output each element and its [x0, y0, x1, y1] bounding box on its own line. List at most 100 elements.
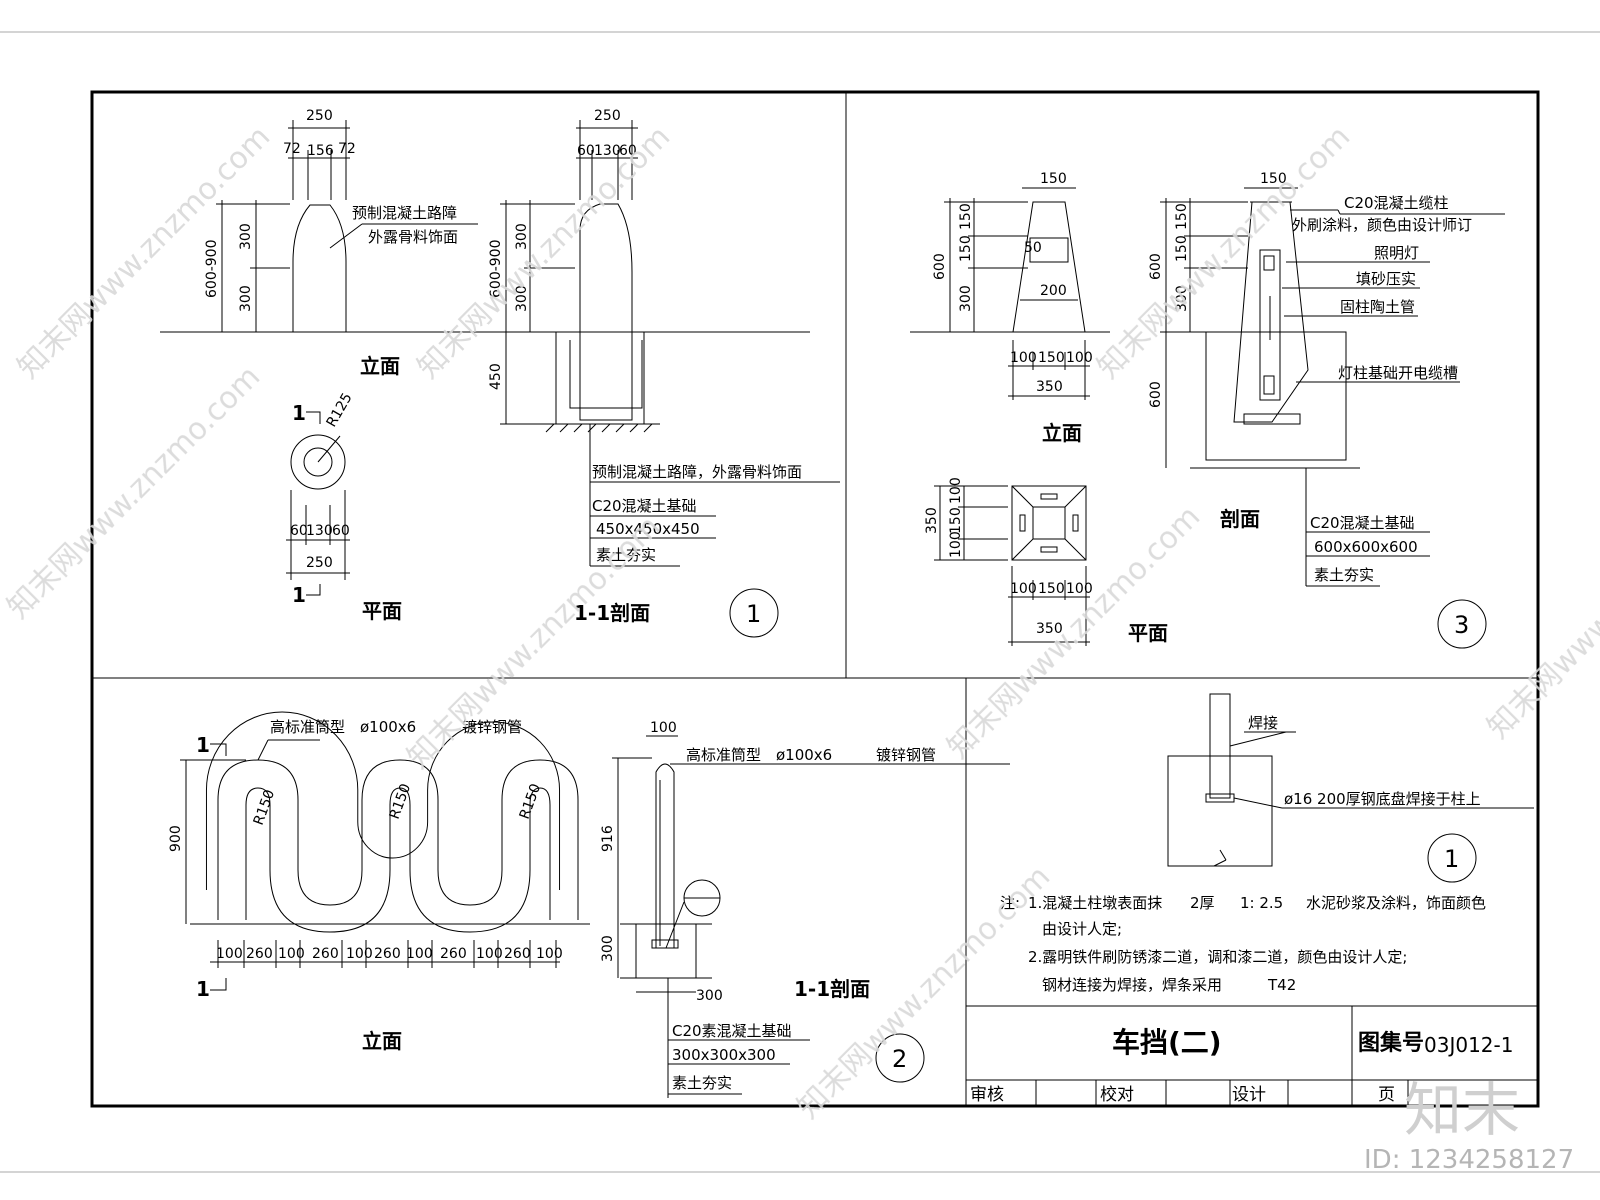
- bollard-plan: [1011, 485, 1087, 561]
- cut-mark: 1: [292, 583, 306, 607]
- dim-150: 150: [1038, 350, 1065, 366]
- dim-100: 100: [476, 946, 503, 962]
- note-type: 高标准筒型: [686, 746, 761, 764]
- dim-100: 100: [1066, 350, 1093, 366]
- dim-100: 100: [948, 477, 964, 504]
- dim-100: 100: [948, 531, 964, 558]
- dim-200: 200: [1040, 283, 1067, 299]
- detail-number: 3: [1454, 611, 1469, 639]
- bollard-foundation: [1205, 331, 1347, 461]
- dim-260: 260: [374, 946, 401, 962]
- detail-number: 1: [746, 600, 761, 628]
- label-elevation: 立面: [1042, 421, 1082, 445]
- detail-number: 1: [1444, 845, 1459, 873]
- dim-150: 150: [1040, 171, 1067, 187]
- pipe-centerline: [217, 759, 579, 920]
- note-1e: 由设计人定;: [1042, 920, 1122, 938]
- dim-150: 150: [948, 507, 964, 534]
- note-foundation-size: 600x600x600: [1314, 538, 1418, 556]
- dim-100: 100: [346, 946, 373, 962]
- note-foundation-size: 450x450x450: [596, 520, 700, 538]
- note-foundation: C20混凝土基础: [592, 497, 697, 515]
- dim-350: 350: [924, 507, 940, 534]
- note-1b: 2厚: [1190, 894, 1215, 912]
- dim-100: 100: [216, 946, 243, 962]
- note-cable: 灯柱基础开电缆槽: [1338, 364, 1458, 382]
- design-label: 设计: [1232, 1085, 1266, 1105]
- dim-72: 72: [283, 141, 301, 157]
- dim-900: 900: [168, 825, 184, 852]
- note-pipe: 固柱陶土管: [1340, 298, 1415, 316]
- dim-250: 250: [594, 108, 621, 124]
- dim-156: 156: [307, 143, 334, 159]
- dim-250: 250: [306, 108, 333, 124]
- dim-150: 150: [1038, 581, 1065, 597]
- check-label: 校对: [1100, 1085, 1134, 1105]
- atlas-number: 03J012-1: [1424, 1033, 1513, 1057]
- dim-250: 250: [306, 555, 333, 571]
- dim-450: 450: [488, 363, 504, 390]
- sheet-border: [90, 90, 1540, 1108]
- note-2c: T42: [1267, 976, 1296, 994]
- dim-260: 260: [246, 946, 273, 962]
- barrier-plan-outer: [290, 434, 346, 490]
- panel-2: 900 R150 R150 R150 高标准筒型 ø100x6 镀锌钢管 100…: [168, 711, 1010, 1098]
- dim-100: 100: [1066, 581, 1093, 597]
- barrier-plan-inner: [303, 447, 333, 477]
- dim-150: 150: [1174, 203, 1190, 230]
- note-foundation: C20混凝土基础: [1310, 514, 1415, 532]
- dim-130: 130: [306, 523, 333, 539]
- dim-100: 100: [278, 946, 305, 962]
- label-plan: 平面: [1128, 621, 1168, 645]
- dim-r150: R150: [251, 788, 279, 828]
- page-label: 页: [1378, 1085, 1395, 1105]
- dim-72: 72: [338, 141, 356, 157]
- dim-100: 100: [406, 946, 433, 962]
- watermark-text: 知末网www.znzmo.com: [1091, 119, 1357, 385]
- dim-260: 260: [440, 946, 467, 962]
- note-barrier: 预制混凝土路障: [352, 204, 457, 222]
- dim-100: 100: [1010, 581, 1037, 597]
- barrier-section: [579, 203, 633, 421]
- watermark-logo: 知末: [1404, 1076, 1520, 1144]
- watermark-text: 知末网www.znzmo.com: [11, 119, 277, 385]
- dim-r150: R150: [517, 782, 545, 822]
- note-2a: 2.露明铁件刷防锈漆二道，调和漆二道，颜色由设计人定;: [1028, 948, 1407, 966]
- dim-600: 600: [1148, 253, 1164, 280]
- pipe-foundation: [635, 923, 697, 979]
- detail-number: 2: [892, 1045, 907, 1073]
- note-soil: 素土夯实: [1314, 566, 1374, 584]
- atlas-label: 图集号: [1358, 1030, 1424, 1056]
- label-section: 1-1剖面: [794, 977, 870, 1001]
- dim-260: 260: [312, 946, 339, 962]
- note-weld: 焊接: [1248, 714, 1278, 732]
- cut-mark: 1: [196, 733, 210, 757]
- dim-300: 300: [600, 935, 616, 962]
- dim-150: 150: [958, 203, 974, 230]
- note-pipe: 镀锌钢管: [876, 746, 936, 764]
- weld-detail-block: [1167, 755, 1273, 867]
- dim-300: 300: [1174, 285, 1190, 312]
- label-elevation: 立面: [360, 354, 400, 378]
- watermark-text: 知末网www.znzmo.com: [1481, 479, 1600, 745]
- dim-300: 300: [696, 988, 723, 1004]
- dim-100: 100: [650, 720, 677, 736]
- note-foundation-size: 300x300x300: [672, 1046, 776, 1064]
- dim-600: 600: [932, 253, 948, 280]
- dim-50: 50: [1024, 240, 1042, 256]
- label-section: 剖面: [1220, 507, 1260, 531]
- dim-350: 350: [1036, 379, 1063, 395]
- dim-350: 350: [1036, 621, 1063, 637]
- dim-150: 150: [1260, 171, 1287, 187]
- note-soil: 素土夯实: [596, 546, 656, 564]
- watermark-text: 知末网www.znzmo.com: [411, 119, 677, 385]
- dim-100: 100: [536, 946, 563, 962]
- dim-300: 300: [238, 223, 254, 250]
- dim-600-900: 600-900: [204, 240, 220, 299]
- dim-r125: R125: [324, 390, 356, 430]
- panel-3: 150 600 150 150 300 50 200 100 150 100 3…: [910, 171, 1505, 649]
- dim-150: 150: [958, 235, 974, 262]
- note-paint: 外刷涂料，颜色由设计师订: [1292, 216, 1472, 234]
- pipe-section: [655, 763, 675, 949]
